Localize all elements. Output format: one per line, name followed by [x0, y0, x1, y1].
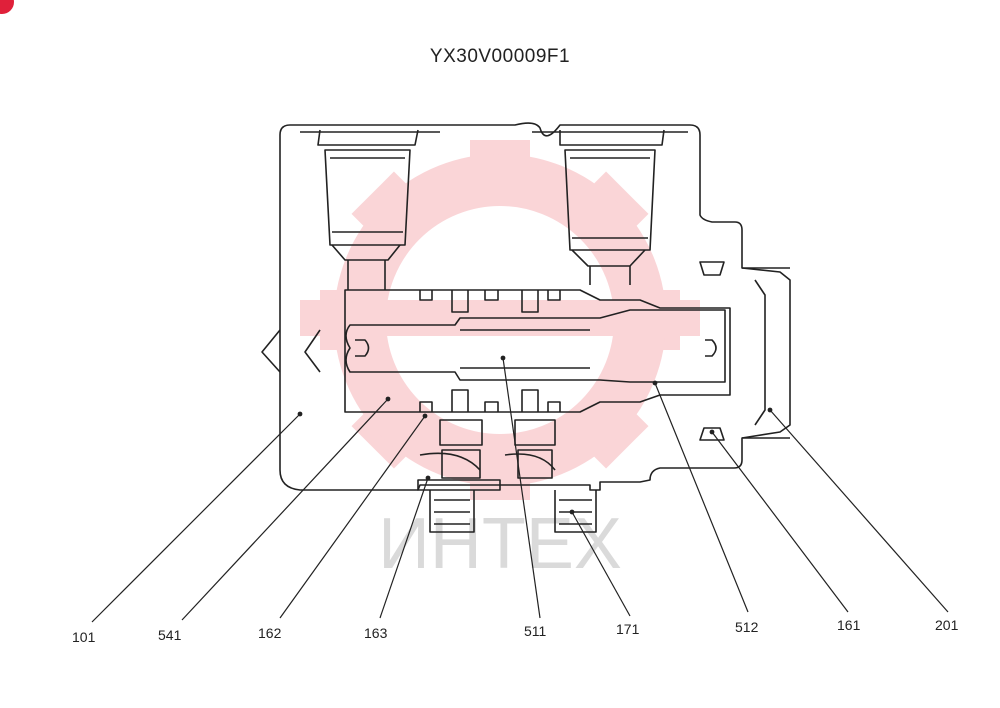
valve-body	[261, 122, 791, 533]
part-label: 201	[935, 617, 959, 633]
part-label: 163	[364, 625, 388, 641]
part-label: 511	[524, 623, 547, 639]
part-label: 541	[158, 627, 182, 643]
leader-lines	[91, 357, 949, 623]
part-label: 161	[837, 617, 861, 633]
watermark-text: ИНТЕХ	[378, 504, 622, 584]
part-label: 162	[258, 625, 282, 641]
part-labels: 101 541 162 163 511 171 512 161 201	[72, 617, 959, 645]
part-label: 512	[735, 619, 759, 635]
diagram-title: YX30V00009F1	[429, 46, 571, 67]
part-label: 101	[72, 629, 96, 645]
watermark-gear-icon	[300, 140, 700, 500]
part-label: 171	[616, 621, 640, 637]
leader-dots	[297, 355, 773, 515]
